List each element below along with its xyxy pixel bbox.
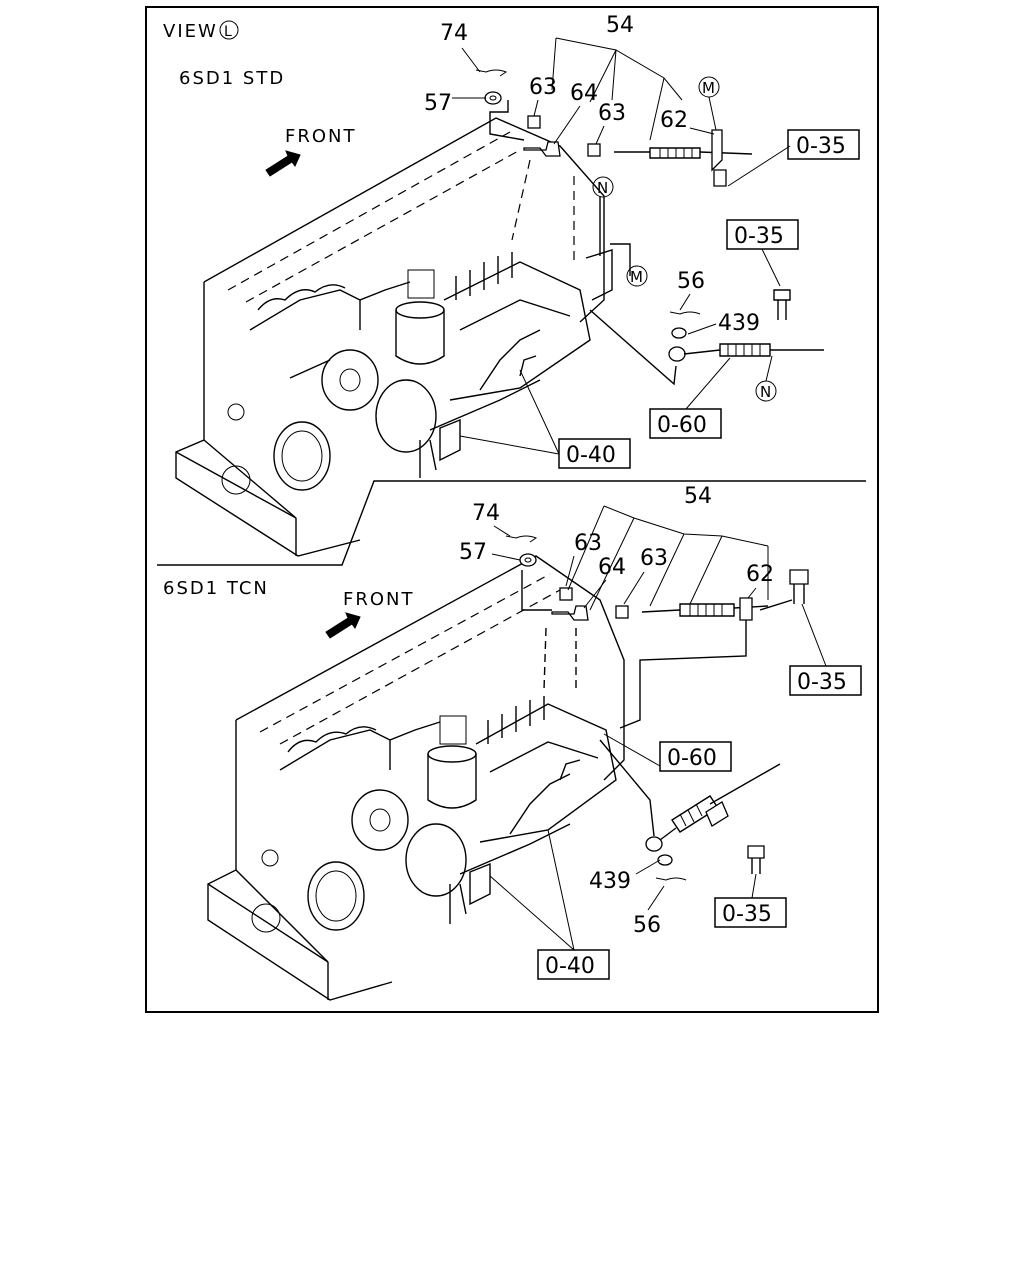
svg-text:0-35: 0-35 [796, 134, 846, 159]
section-title-tcn: 6SD1 TCN [163, 578, 269, 599]
callout-439-top: 439 [718, 311, 760, 336]
callout-74: 74 [440, 21, 468, 46]
view-text: VIEW [163, 21, 218, 42]
engine-std [175, 117, 605, 557]
engine-tcn [207, 555, 625, 1001]
arrow-icon [265, 150, 301, 177]
callout-62: 62 [660, 108, 688, 133]
callout-64-b: 64 [598, 555, 626, 580]
callout-63-d: 63 [640, 546, 668, 571]
section-divider [157, 480, 866, 566]
svg-text:N: N [597, 179, 608, 197]
ref-box-0-60-b: 0-60 [603, 733, 732, 772]
svg-text:0-40: 0-40 [545, 954, 595, 979]
svg-text:M: M [702, 79, 715, 97]
parts-tcn [505, 535, 809, 881]
callout-439-b: 439 [589, 869, 631, 894]
callout-57-b: 57 [459, 540, 487, 565]
callout-62-b: 62 [746, 562, 774, 587]
callout-74-b: 74 [472, 501, 500, 526]
callout-63-b: 63 [598, 101, 626, 126]
ref-box-0-35-d: 0-35 [714, 873, 787, 928]
svg-text:0-35: 0-35 [722, 902, 772, 927]
callout-63-c: 63 [574, 531, 602, 556]
circle-m-top: M [698, 76, 720, 131]
ref-box-0-60-top: 0-60 [649, 357, 731, 439]
front-label-tcn: FRONT [343, 589, 415, 610]
svg-text:N: N [760, 383, 771, 401]
circle-n-mid: N [755, 355, 777, 402]
callout-54-b: 54 [684, 484, 712, 509]
callout-63-a: 63 [529, 75, 557, 100]
circle-m-mid: M [626, 265, 648, 287]
svg-text:0-60: 0-60 [667, 746, 717, 771]
ref-box-0-35-b: 0-35 [726, 219, 799, 287]
diagram-frame [145, 6, 879, 1013]
svg-text:0-35: 0-35 [734, 224, 784, 249]
svg-text:M: M [630, 268, 643, 286]
callout-54: 54 [606, 13, 634, 38]
view-letter: L [224, 24, 232, 40]
parts-std [475, 69, 824, 386]
ref-box-0-40-b: 0-40 [489, 829, 610, 980]
ref-box-0-35-a: 0-35 [727, 129, 860, 187]
svg-text:0-40: 0-40 [566, 443, 616, 468]
callout-64: 64 [570, 81, 598, 106]
circle-n-top: N [592, 176, 614, 198]
callout-57: 57 [424, 91, 452, 116]
arrow-icon [325, 612, 361, 639]
ref-box-0-35-c: 0-35 [789, 603, 862, 696]
callout-56-b: 56 [633, 913, 661, 938]
callout-56-top: 56 [677, 269, 705, 294]
view-label: VIEW L [163, 20, 239, 42]
section-title-std: 6SD1 STD [179, 68, 285, 89]
svg-text:0-35: 0-35 [797, 670, 847, 695]
svg-text:0-60: 0-60 [657, 413, 707, 438]
ref-box-0-40-top: 0-40 [459, 369, 631, 469]
front-label-std: FRONT [285, 126, 357, 147]
